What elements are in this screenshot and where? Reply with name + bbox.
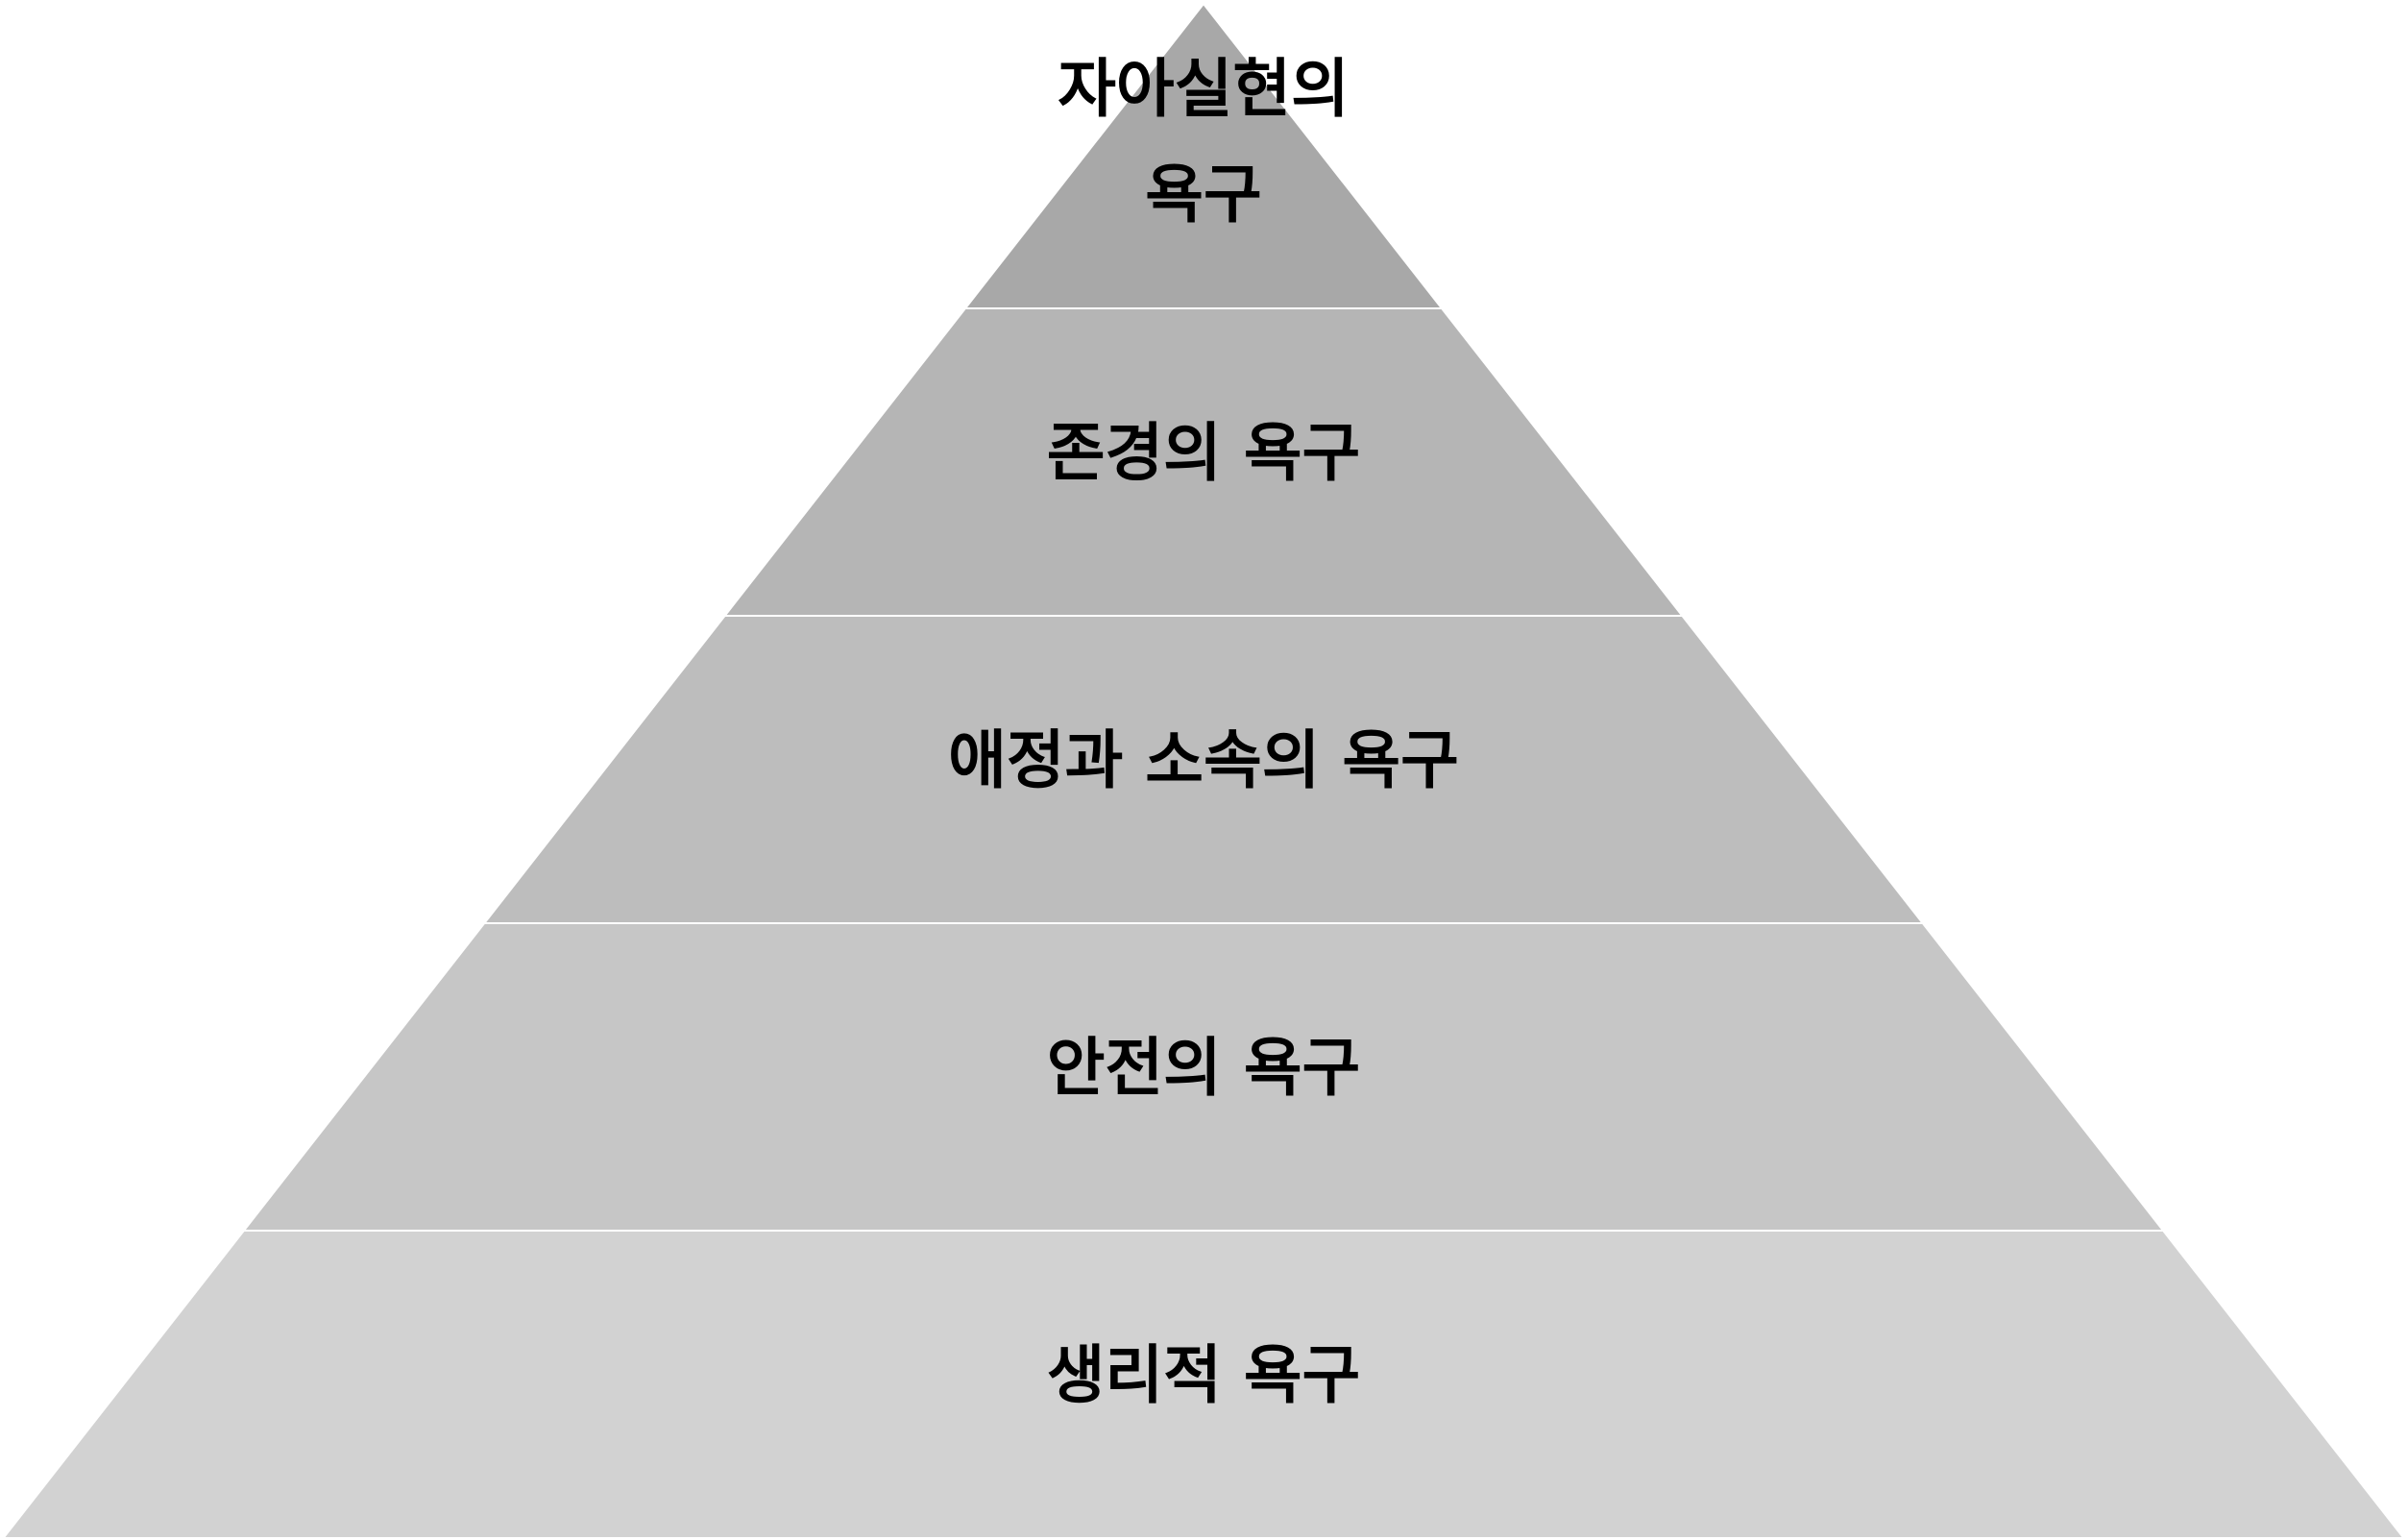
tier-label-physiological: 생리적 욕구 [1047, 1338, 1361, 1412]
tier-label-line: 존경의 욕구 [1047, 416, 1361, 490]
tier-self-actualization [962, 2, 1445, 309]
tier-label-line: 애정과 소속의 욕구 [948, 723, 1459, 797]
tier-label-line: 욕구 [1145, 158, 1261, 232]
tier-label-line: 안전의 욕구 [1047, 1031, 1361, 1105]
tier-label-safety: 안전의 욕구 [1047, 1031, 1361, 1105]
tier-label-esteem: 존경의 욕구 [1047, 416, 1361, 490]
tier-label-line: 생리적 욕구 [1047, 1338, 1361, 1412]
tier-label-line: 자아실현의 [1058, 52, 1350, 126]
tier-label-love-belonging: 애정과 소속의 욕구 [948, 723, 1459, 797]
tier-physiological [1, 1230, 2406, 1539]
